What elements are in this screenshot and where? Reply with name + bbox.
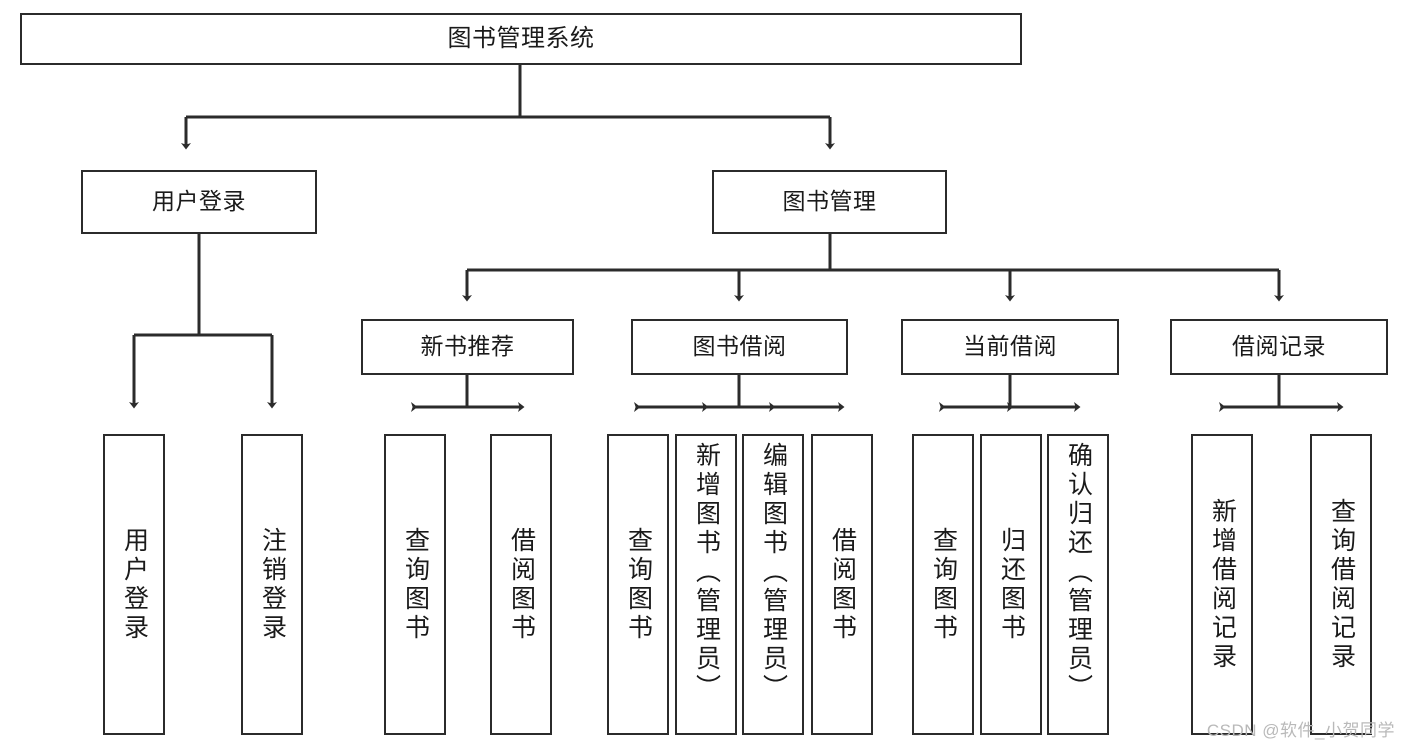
node-label: 确认归还（管理员）	[1064, 442, 1093, 703]
node-label: 新书推荐	[420, 333, 515, 360]
node-label: 用户登录	[152, 188, 246, 215]
node-label: 编辑图书（管理员）	[759, 442, 788, 703]
node-label: 当前借阅	[963, 333, 1057, 360]
leaf-current-borrow-return-book[interactable]: 归还图书	[980, 434, 1042, 735]
leaf-user-login-signout[interactable]: 注销登录	[241, 434, 303, 735]
watermark-text: CSDN @软件_小贺同学	[1206, 721, 1395, 740]
node-book-management[interactable]: 图书管理	[712, 170, 947, 234]
leaf-book-borrow-add-book-admin[interactable]: 新增图书（管理员）	[675, 434, 737, 735]
node-user-login[interactable]: 用户登录	[81, 170, 317, 234]
node-label: 借阅图书	[507, 526, 536, 643]
node-label: 用户登录	[120, 526, 149, 643]
node-label: 查询借阅记录	[1327, 497, 1356, 672]
node-label: 注销登录	[258, 526, 287, 643]
node-new-book-recommend[interactable]: 新书推荐	[361, 319, 574, 375]
leaf-book-borrow-edit-book-admin[interactable]: 编辑图书（管理员）	[742, 434, 804, 735]
leaf-new-book-query-book[interactable]: 查询图书	[384, 434, 446, 735]
leaf-borrow-record-query-record[interactable]: 查询借阅记录	[1310, 434, 1372, 735]
leaf-new-book-borrow-book[interactable]: 借阅图书	[490, 434, 552, 735]
node-label: 查询图书	[929, 526, 958, 643]
leaf-user-login-signin[interactable]: 用户登录	[103, 434, 165, 735]
node-label: 借阅记录	[1232, 333, 1326, 360]
node-label: 图书管理系统	[447, 24, 595, 52]
node-label: 新增图书（管理员）	[692, 442, 721, 703]
node-current-borrow[interactable]: 当前借阅	[901, 319, 1119, 375]
node-label: 借阅图书	[828, 526, 857, 643]
node-root-system[interactable]: 图书管理系统	[20, 13, 1022, 65]
node-label: 查询图书	[624, 526, 653, 643]
node-label: 查询图书	[401, 526, 430, 643]
node-label: 新增借阅记录	[1208, 497, 1237, 672]
leaf-book-borrow-query-book[interactable]: 查询图书	[607, 434, 669, 735]
leaf-borrow-record-add-record[interactable]: 新增借阅记录	[1191, 434, 1253, 735]
node-borrow-record[interactable]: 借阅记录	[1170, 319, 1388, 375]
leaf-current-borrow-confirm-return-admin[interactable]: 确认归还（管理员）	[1047, 434, 1109, 735]
node-label: 归还图书	[997, 526, 1026, 643]
node-label: 图书借阅	[692, 333, 787, 360]
node-book-borrow[interactable]: 图书借阅	[631, 319, 848, 375]
leaf-current-borrow-query-book[interactable]: 查询图书	[912, 434, 974, 735]
node-label: 图书管理	[782, 188, 877, 215]
leaf-book-borrow-borrow-book[interactable]: 借阅图书	[811, 434, 873, 735]
